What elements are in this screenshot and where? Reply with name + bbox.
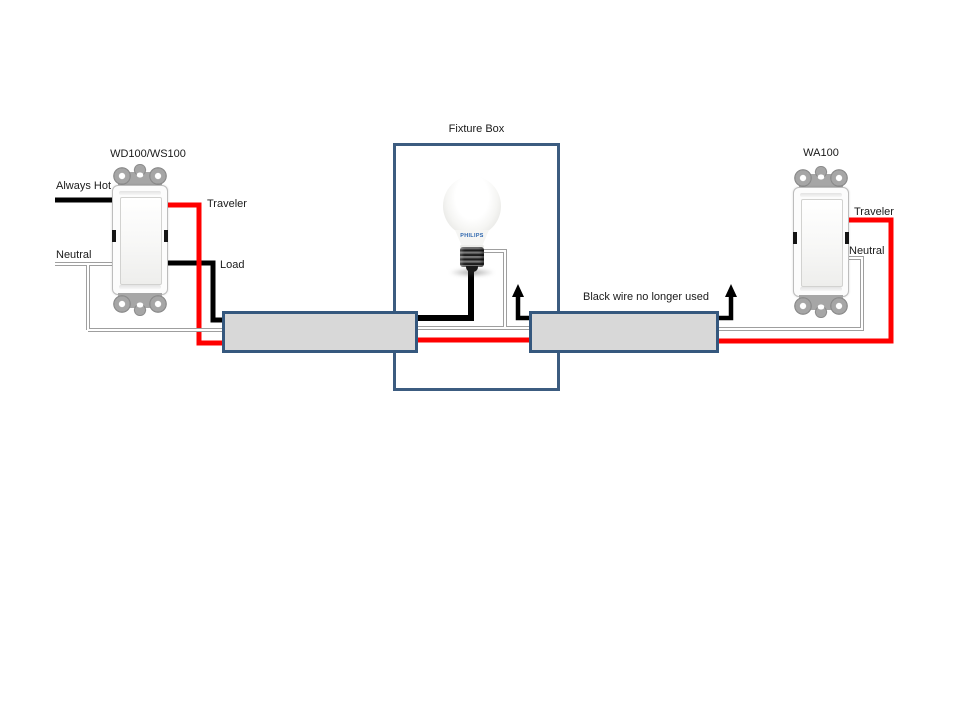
bulb-tip [466,266,478,272]
switch-paddle [801,199,843,287]
neutral-right-label: Neutral [849,245,885,257]
bulb-screw-base [460,247,484,267]
switch-body [793,187,849,297]
neutral-wire-middle [412,249,532,330]
switch-paddle [120,197,162,285]
traveler-right-label: Traveler [854,206,894,218]
mounting-strap-icon [791,295,851,318]
traveler-wire-right [714,217,894,344]
bulb-neck: PHILIPS [455,230,489,246]
unused-black-wire-note: Black wire no longer used [583,291,709,303]
unused-black-wire-left-arrow [512,284,532,321]
fixture-box [393,143,560,391]
bulb-globe [443,176,501,236]
left-switch-label: WD100/WS100 [110,148,186,160]
fixture-box-label: Fixture Box [448,123,505,135]
bulb-collar [460,245,484,248]
neutral-wire-left [55,262,228,332]
mounting-strap-icon [110,293,170,316]
bulb-black-wire [412,260,474,321]
junction-box-right [529,311,719,353]
philips-logo: PHILIPS [460,233,484,239]
terminal-slot-icon [845,232,849,244]
load-wire [168,260,228,323]
right-switch-label: WA100 [803,147,839,159]
right-switch [791,166,851,318]
left-switch [110,164,170,316]
unused-black-wire-right-arrow [714,284,737,321]
philips-bulb: PHILIPS [441,176,503,278]
traveler-wire-left [168,202,228,346]
always-hot-label: Always Hot [56,180,112,192]
neutral-left-label: Neutral [56,249,92,261]
terminal-slot-icon [112,230,116,242]
terminal-slot-icon [164,230,168,242]
bulb-shadow [449,268,495,277]
switch-body [112,185,168,295]
junction-box-left [222,311,418,353]
traveler-left-label: Traveler [207,198,247,210]
mounting-strap-icon [110,164,170,187]
terminal-slot-icon [793,232,797,244]
load-label: Load [220,259,245,271]
mounting-strap-icon [791,166,851,189]
neutral-wire-right [714,256,864,331]
